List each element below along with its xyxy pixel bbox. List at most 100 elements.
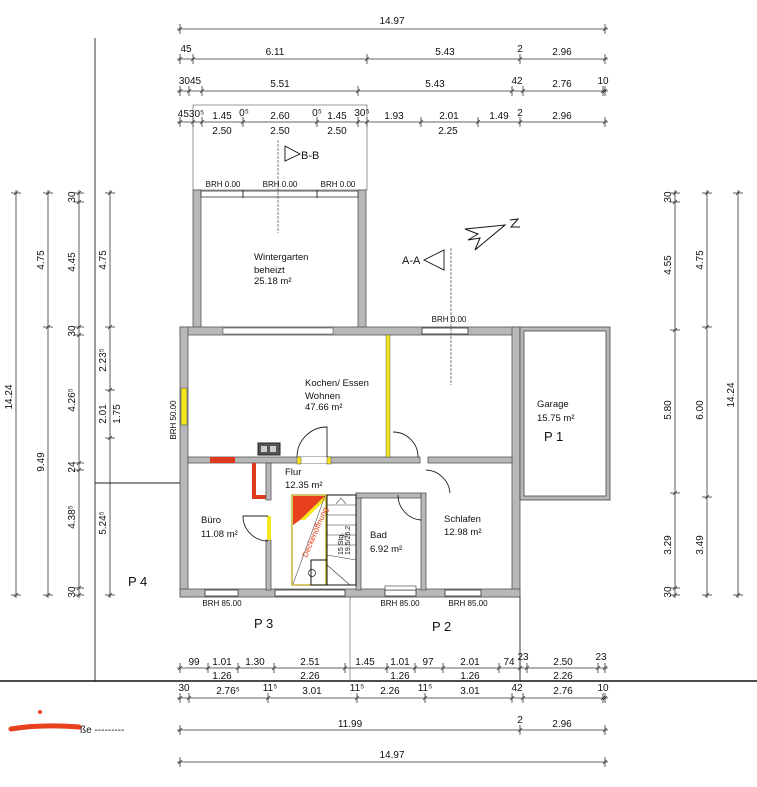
dimension-label: 6.00 <box>695 400 706 420</box>
dimension-tick <box>704 190 710 196</box>
dimension-label: 10 <box>597 683 609 694</box>
brh-label: BRH 85.00 <box>380 599 420 608</box>
partition-yellow <box>385 334 391 458</box>
room-area-flur: 12.35 m² <box>285 480 323 491</box>
wall <box>420 492 427 591</box>
dimension-tick <box>672 592 678 598</box>
dimension-tick <box>13 592 19 598</box>
dimension-tick <box>602 26 608 32</box>
dimension-tick <box>45 324 51 330</box>
dimension-tick <box>76 190 82 196</box>
dimension-label: 2 <box>517 715 523 726</box>
wall <box>192 189 202 331</box>
dimension-label: 4530⁵ <box>178 109 204 120</box>
dimension-label: 5.43 <box>435 47 455 58</box>
dimension-tick <box>475 119 481 125</box>
dimension-label: 2.01 <box>460 657 480 668</box>
dimension-label: 1.30 <box>245 657 265 668</box>
dimension-tick <box>177 759 183 765</box>
dimension-label: 2.76 <box>553 686 573 697</box>
dimension-label: 2.23⁵ <box>98 348 109 372</box>
dimension-tick <box>45 190 51 196</box>
room-area-schlafen: 12.98 m² <box>444 527 482 538</box>
dimension-tick <box>672 199 678 205</box>
dimension-tick <box>205 665 211 671</box>
room-name-wintergarten: Wintergarten <box>254 252 308 263</box>
dimension-label: 0⁵ <box>239 108 249 119</box>
window <box>204 589 239 597</box>
room-name-bad: Bad <box>370 530 387 541</box>
dimension-tick <box>509 88 515 94</box>
wall <box>265 539 272 591</box>
staircase <box>326 494 357 586</box>
dimension-label: 3.29 <box>663 535 674 555</box>
dimension-tick <box>418 119 424 125</box>
dimension-label: 30 <box>67 325 78 337</box>
dimension-label: 5.51 <box>270 79 290 90</box>
dimension-tick <box>76 467 82 473</box>
door-jamb <box>296 456 302 465</box>
dimension-tick <box>355 119 361 125</box>
section-aa-label: A-A <box>402 255 421 267</box>
room-name-kochen: Kochen/ Essen <box>305 378 369 389</box>
parking-label-p4: P 4 <box>128 574 147 589</box>
dimension-tick <box>107 324 113 330</box>
door-yellow <box>267 516 271 540</box>
wall <box>355 492 362 591</box>
dimension-tick <box>672 490 678 496</box>
garage-interior <box>523 330 607 497</box>
dimension-tick <box>342 665 348 671</box>
door-swing <box>397 494 422 521</box>
stair-landing <box>310 559 328 586</box>
dimension-tick <box>13 190 19 196</box>
roof-overhang-outline <box>192 104 368 191</box>
dimension-label: 1.01 <box>212 657 232 668</box>
dimension-tick <box>186 88 192 94</box>
dimension-tick <box>107 592 113 598</box>
dimension-tick <box>190 56 196 62</box>
brh-label: BRH 50.00 <box>169 400 178 440</box>
dimension-label: 2.01 <box>439 111 459 122</box>
dimension-tick <box>595 665 601 671</box>
dimension-label: 1.26 <box>460 671 480 682</box>
dimension-tick <box>364 56 370 62</box>
door-opening <box>300 457 330 463</box>
ceiling-opening-mark-yellow <box>300 496 325 520</box>
dimension-tick <box>735 190 741 196</box>
dimension-tick <box>186 695 192 701</box>
dimension-label: 30 <box>67 191 78 203</box>
dimension-label: 2.60 <box>270 111 290 122</box>
wall <box>357 189 367 331</box>
ceiling-opening-mark <box>293 496 325 525</box>
dimension-tick <box>177 665 183 671</box>
dimension-label: 11⁵ <box>350 683 365 694</box>
dimension-tick <box>672 585 678 591</box>
dimension-label: 4.75 <box>36 250 47 270</box>
room-name-buero: Büro <box>201 515 221 526</box>
window <box>200 190 359 198</box>
dimension-tick <box>177 727 183 733</box>
stove-plate <box>261 446 267 452</box>
dimension-tick <box>496 665 502 671</box>
dimension-label: 14.97 <box>379 16 404 27</box>
brh-label: BRH 0.00 <box>263 180 298 189</box>
dimension-tick <box>602 665 608 671</box>
dimension-tick <box>517 56 523 62</box>
dimension-label: 10 <box>597 76 609 87</box>
dimension-tick <box>602 88 608 94</box>
dimension-label: 23 <box>595 652 607 663</box>
stair-treads <box>326 504 357 586</box>
ceiling-opening-diagonal <box>292 495 326 585</box>
dimension-label: 1.93 <box>384 111 404 122</box>
north-arrow-icon <box>464 218 520 251</box>
dimension-label: 2.26 <box>380 686 400 697</box>
parking-label-p1: P 1 <box>544 429 563 444</box>
brh-label: BRH 85.00 <box>202 599 242 608</box>
door-swing <box>392 431 419 458</box>
dimension-label: 1.45 <box>355 657 375 668</box>
dimension-label: 1.49 <box>489 111 509 122</box>
stair-start-marker <box>308 569 316 577</box>
dimension-tick <box>602 56 608 62</box>
stove-plate <box>270 446 276 452</box>
door-swing <box>242 515 269 542</box>
